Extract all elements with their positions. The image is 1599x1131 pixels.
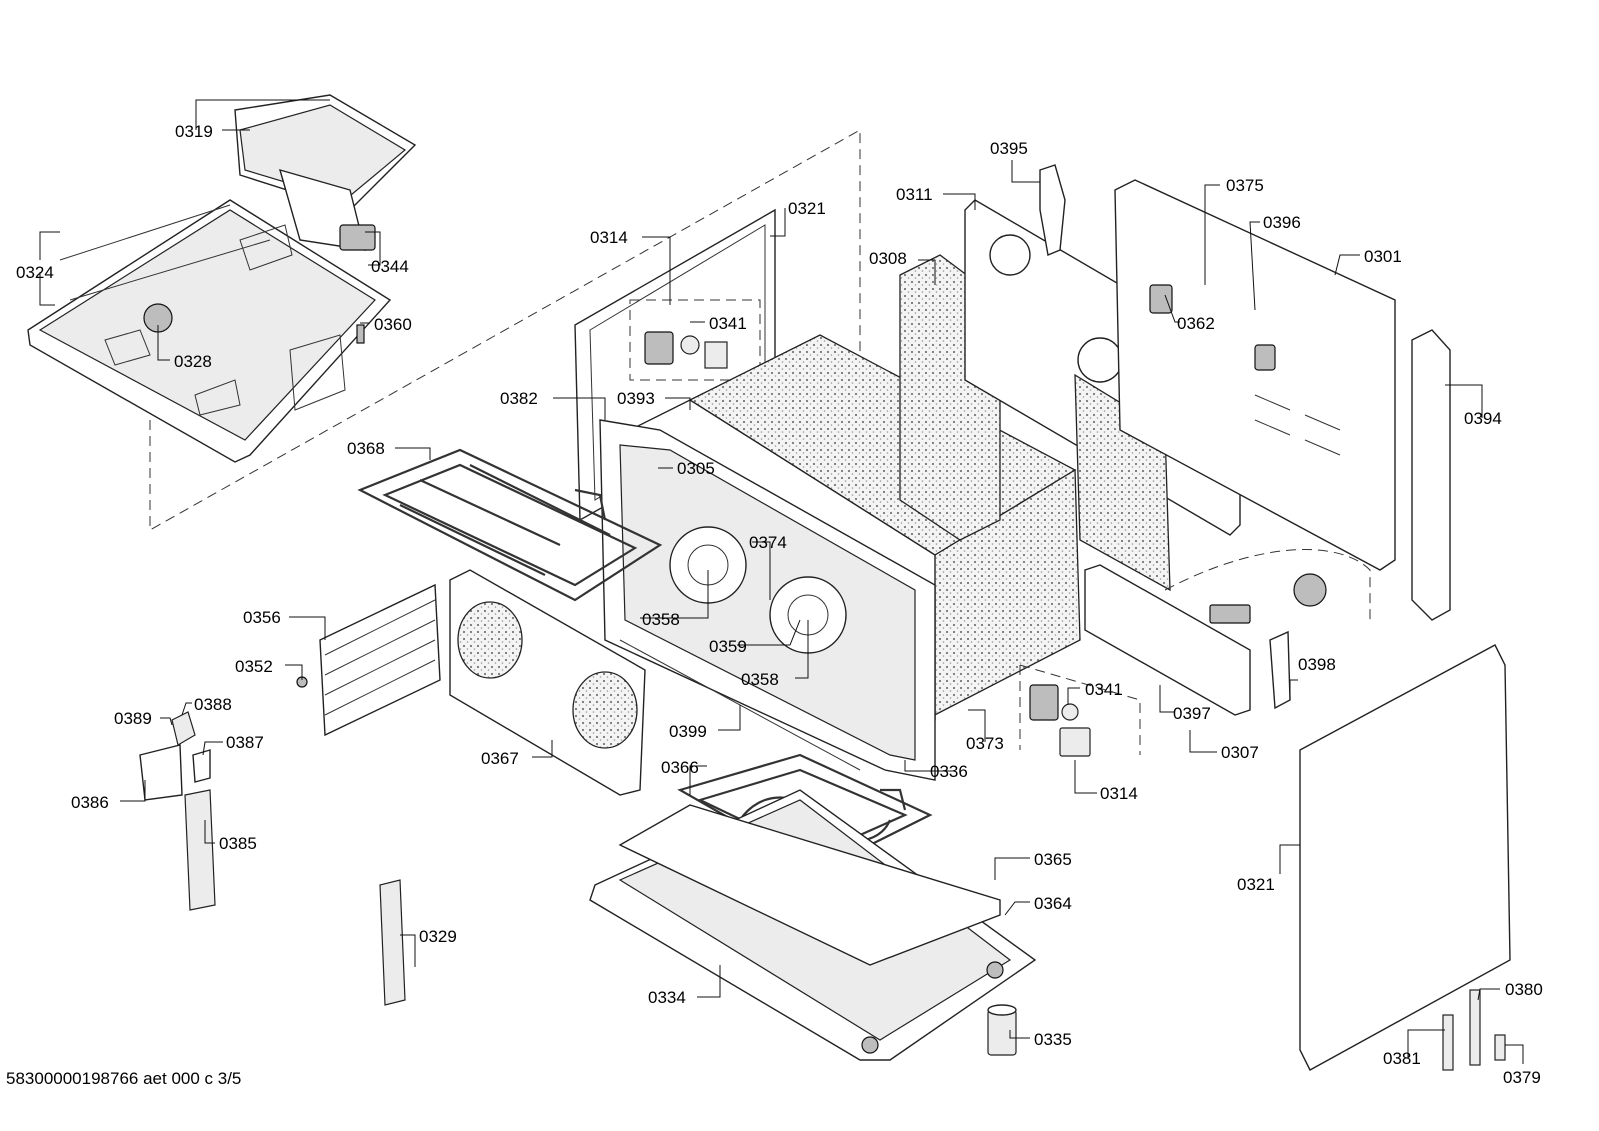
callout-0358-b: 0358 xyxy=(741,670,779,689)
electronic-module-drawing xyxy=(1084,549,1371,716)
callout-0356: 0356 xyxy=(243,608,281,627)
callout-0367: 0367 xyxy=(481,749,519,768)
callout-0321-bottom: 0321 xyxy=(1237,875,1275,894)
foot-drawing xyxy=(987,1004,1017,1056)
callout-0358-a: 0358 xyxy=(642,610,680,629)
callout-0398: 0398 xyxy=(1298,655,1336,674)
callout-0336: 0336 xyxy=(930,762,968,781)
callout-0389: 0389 xyxy=(114,709,152,728)
side-bracket-drawing xyxy=(1411,329,1451,621)
callout-0375: 0375 xyxy=(1226,176,1264,195)
callout-0328: 0328 xyxy=(174,352,212,371)
callout-0387: 0387 xyxy=(226,733,264,752)
callout-labels: 0319 0324 0344 0328 0360 0314 0321 0341 … xyxy=(16,122,1543,1087)
top-housing-assembly-drawing xyxy=(27,94,417,463)
shelf-rail-drawing xyxy=(296,583,441,737)
callout-0373: 0373 xyxy=(966,734,1004,753)
callout-0382: 0382 xyxy=(500,389,538,408)
callout-0397: 0397 xyxy=(1173,704,1211,723)
callout-0366: 0366 xyxy=(661,758,699,777)
fan-cover-drawing xyxy=(449,569,646,796)
callout-0396: 0396 xyxy=(1263,213,1301,232)
callout-0362: 0362 xyxy=(1177,314,1215,333)
document-footer-id: 58300000198766 aet 000 c 3/5 xyxy=(6,1069,242,1088)
callout-0394: 0394 xyxy=(1464,409,1502,428)
callout-0380: 0380 xyxy=(1505,980,1543,999)
callout-0393: 0393 xyxy=(617,389,655,408)
callout-0314-bottom: 0314 xyxy=(1100,784,1138,803)
callout-0341-top: 0341 xyxy=(709,314,747,333)
callout-0386: 0386 xyxy=(71,793,109,812)
callout-0341-bottom: 0341 xyxy=(1085,680,1123,699)
callout-0381: 0381 xyxy=(1383,1049,1421,1068)
callout-0388: 0388 xyxy=(194,695,232,714)
leader-lines xyxy=(39,99,1524,1064)
callout-0374: 0374 xyxy=(749,533,787,552)
lamp-socket-parts-top-drawing xyxy=(629,299,761,381)
callout-0344: 0344 xyxy=(371,257,409,276)
callout-0368: 0368 xyxy=(347,439,385,458)
callout-0359: 0359 xyxy=(709,637,747,656)
callout-0324: 0324 xyxy=(16,263,54,282)
callout-0319: 0319 xyxy=(175,122,213,141)
callout-0314-top: 0314 xyxy=(590,228,628,247)
callout-0385: 0385 xyxy=(219,834,257,853)
bottom-plate-drawing xyxy=(589,789,1037,1061)
grill-heating-element-drawing xyxy=(357,448,663,602)
callout-0308: 0308 xyxy=(869,249,907,268)
motor-bracket-drawing xyxy=(1039,164,1066,256)
back-cover-drawing xyxy=(1114,179,1396,571)
callout-0365: 0365 xyxy=(1034,850,1072,869)
door-brackets-drawing xyxy=(1442,989,1506,1071)
callout-0305: 0305 xyxy=(677,459,715,478)
callout-0335: 0335 xyxy=(1034,1030,1072,1049)
callout-0399: 0399 xyxy=(669,722,707,741)
callout-0311: 0311 xyxy=(896,185,933,204)
callout-0364: 0364 xyxy=(1034,894,1072,913)
hinge-parts-drawing xyxy=(139,711,406,1006)
callout-0307: 0307 xyxy=(1221,743,1259,762)
callout-0352: 0352 xyxy=(235,657,273,676)
front-frame-drawing xyxy=(599,419,936,781)
callout-0301: 0301 xyxy=(1364,247,1402,266)
callout-0395: 0395 xyxy=(990,139,1028,158)
callout-0379: 0379 xyxy=(1503,1068,1541,1087)
callout-0334: 0334 xyxy=(648,988,686,1007)
lamp-socket-parts-bottom-drawing xyxy=(1019,664,1141,757)
callout-0329: 0329 xyxy=(419,927,457,946)
door-panel-drawing xyxy=(1299,644,1511,1071)
cover-clip-drawing xyxy=(1269,630,1291,710)
callout-0360: 0360 xyxy=(374,315,412,334)
dashed-assembly-outline xyxy=(149,129,861,531)
callout-0321-top: 0321 xyxy=(788,199,826,218)
